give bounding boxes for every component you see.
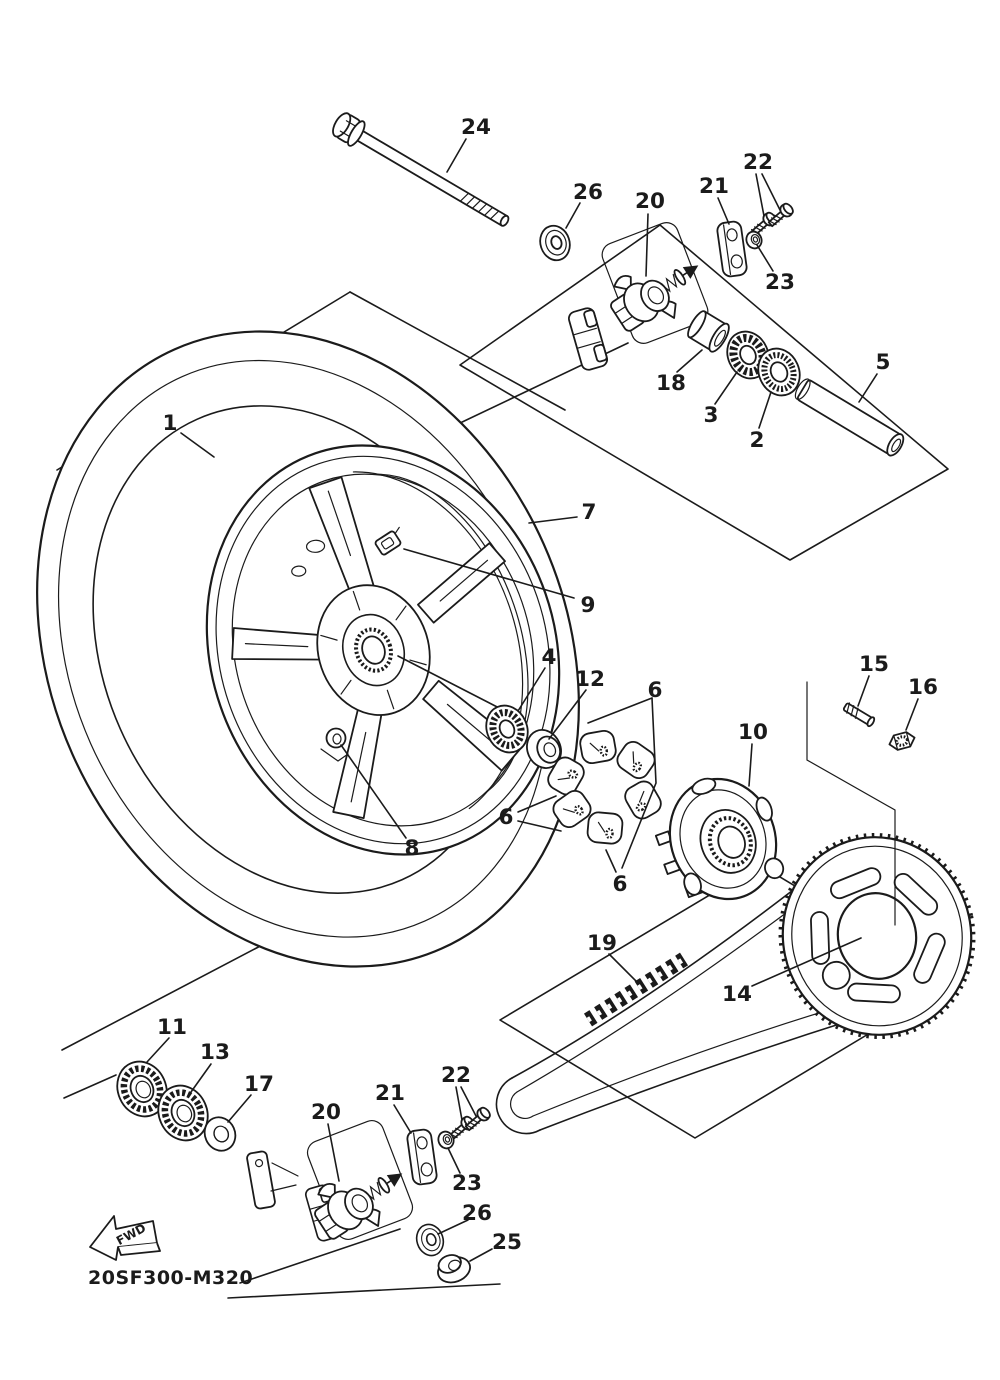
wheel-rim <box>205 444 561 856</box>
callout-26a: 26 <box>573 180 603 205</box>
rim-bolt <box>320 727 349 762</box>
collar-18 <box>687 310 730 353</box>
callout-6c: 6 <box>613 872 628 897</box>
callout-3: 3 <box>704 403 719 428</box>
callout-1: 1 <box>163 411 178 436</box>
callout-2: 2 <box>750 428 765 453</box>
callout-8: 8 <box>405 836 420 861</box>
sprocket-hub-10 <box>654 777 785 901</box>
oil-seal-2 <box>757 347 801 397</box>
callout-22b: 22 <box>441 1063 471 1088</box>
side-plate <box>246 1150 276 1210</box>
nut-16 <box>888 731 916 751</box>
spacer-collar-12 <box>526 729 562 769</box>
callout-18: 18 <box>656 371 686 396</box>
callout-20b: 20 <box>311 1100 341 1125</box>
washer-top <box>534 220 576 266</box>
axle-nut-25 <box>437 1254 471 1284</box>
callout-17: 17 <box>244 1072 274 1097</box>
callout-11: 11 <box>157 1015 187 1040</box>
callout-5: 5 <box>876 350 891 375</box>
callout-10: 10 <box>738 720 768 745</box>
fwd-arrow: FWD <box>89 1215 161 1261</box>
valve-stem <box>374 526 402 556</box>
sprocket <box>778 832 976 1040</box>
drawing-code: 20SF300-M320 <box>88 1267 253 1289</box>
callout-21a: 21 <box>699 174 729 199</box>
callout-6a: 6 <box>648 678 663 703</box>
leader-lines <box>146 138 919 1262</box>
callout-7: 7 <box>582 500 597 525</box>
wheel-hub-center <box>316 584 431 716</box>
wheel-bearing-4 <box>485 704 529 754</box>
stud-assembly-line <box>806 681 896 926</box>
callout-13: 13 <box>200 1040 230 1065</box>
drive-chain <box>495 886 853 1135</box>
plate-leader-1 <box>271 1162 299 1177</box>
stud-15 <box>842 702 876 728</box>
hub-assembly-line <box>397 655 506 712</box>
callout-9: 9 <box>581 593 596 618</box>
callout-22a: 22 <box>743 150 773 175</box>
callouts: 1 2 3 4 5 6 6 6 7 8 9 10 11 12 13 14 15 … <box>157 115 938 1255</box>
callout-16: 16 <box>908 675 938 700</box>
washer-17 <box>203 1116 237 1152</box>
callout-25: 25 <box>492 1230 522 1255</box>
washer-bottom <box>411 1220 449 1260</box>
callout-12: 12 <box>575 667 605 692</box>
callout-26b: 26 <box>462 1201 492 1226</box>
callout-21b: 21 <box>375 1081 405 1106</box>
callout-24: 24 <box>461 115 491 140</box>
adjuster-nut-top <box>743 228 765 252</box>
callout-15: 15 <box>859 652 889 677</box>
plate-leader-2 <box>270 1184 297 1192</box>
callout-20a: 20 <box>635 189 665 214</box>
adjuster-bracket-top <box>715 219 749 279</box>
callout-23b: 23 <box>452 1171 482 1196</box>
callout-19: 19 <box>587 931 617 956</box>
axle-sleeve-5 <box>794 378 905 457</box>
callout-4: 4 <box>542 645 557 670</box>
callout-23a: 23 <box>765 270 795 295</box>
callout-14: 14 <box>722 982 752 1007</box>
axle-bolt <box>332 112 510 227</box>
chain-puller-plate-top <box>566 305 610 373</box>
adjuster-bracket-bottom <box>405 1127 439 1187</box>
callout-6b: 6 <box>499 805 514 830</box>
